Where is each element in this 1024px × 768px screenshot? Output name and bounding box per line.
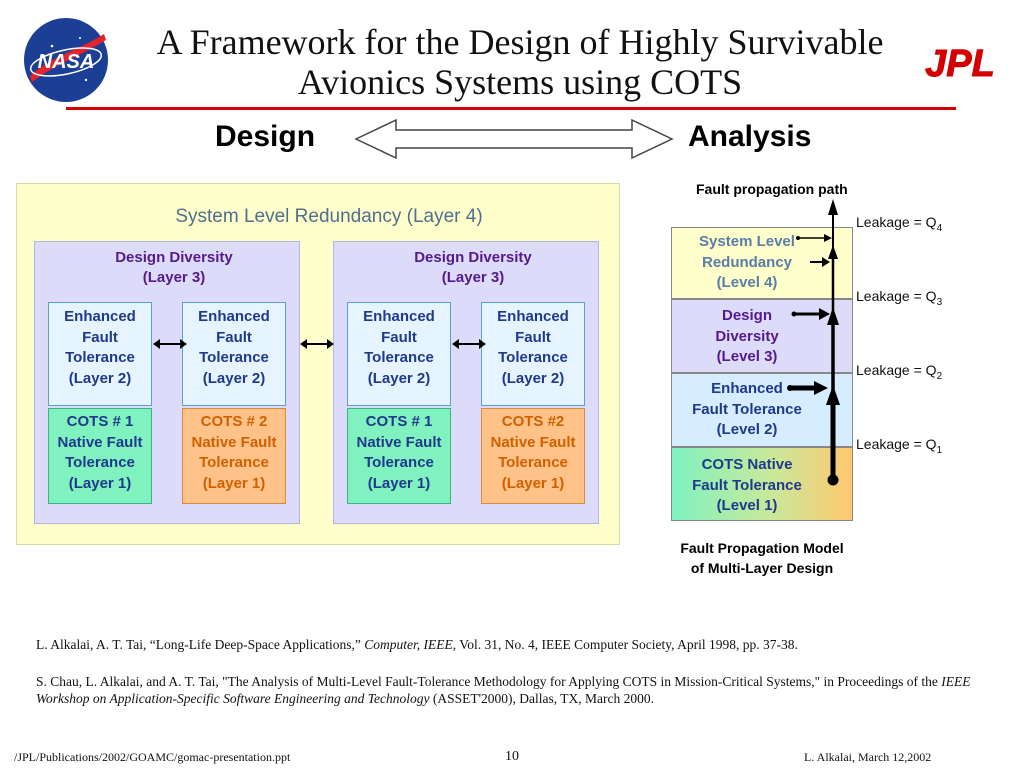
design-diversity-title: Design Diversity(Layer 3) [115,249,233,286]
up-arrow-icon [828,199,838,215]
right-arrow-icon [814,381,828,395]
double-arrow-icon [452,339,486,349]
title-divider [66,107,956,110]
right-arrow-icon [824,234,832,242]
right-arrow-icon [822,257,830,267]
leakage-q4-label: Leakage = Q4 [856,214,943,234]
double-arrow-icon [153,339,187,349]
origin-dot-icon [827,474,839,486]
fault-propagation-path-label: Fault propagation path [696,181,848,197]
footer-file-path: /JPL/Publications/2002/GOAMC/gomac-prese… [14,750,291,764]
up-arrow-icon [828,245,838,259]
right-arrow-icon [819,308,830,320]
page-number: 10 [505,749,519,764]
system-level-title: System Level Redundancy (Layer 4) [175,206,483,227]
double-arrow-icon [354,118,674,160]
fault-propagation-arrows [787,199,840,486]
svg-text:NASA: NASA [38,51,95,73]
page-title: A Framework for the Design of Highly Sur… [156,22,884,102]
leakage-q2-label: Leakage = Q2 [856,362,943,382]
leakage-q3-label: Leakage = Q3 [856,288,943,308]
footer-author-date: L. Alkalai, March 12,2002 [804,750,932,764]
nasa-logo-icon: NASA [24,18,108,102]
double-arrow-icon [300,339,334,349]
leakage-q1-label: Leakage = Q1 [856,436,943,456]
analysis-label: Analysis [688,120,812,153]
design-diversity-title: Design Diversity(Layer 3) [414,249,532,286]
design-label: Design [215,120,316,153]
svg-text:JPL: JPL [925,43,995,85]
reference-1: L. Alkalai, A. T. Tai, “Long-Life Deep-S… [36,637,798,652]
reference-2: S. Chau, L. Alkalai, and A. T. Tai, "The… [36,674,971,706]
jpl-logo-icon: JPL [925,43,996,86]
